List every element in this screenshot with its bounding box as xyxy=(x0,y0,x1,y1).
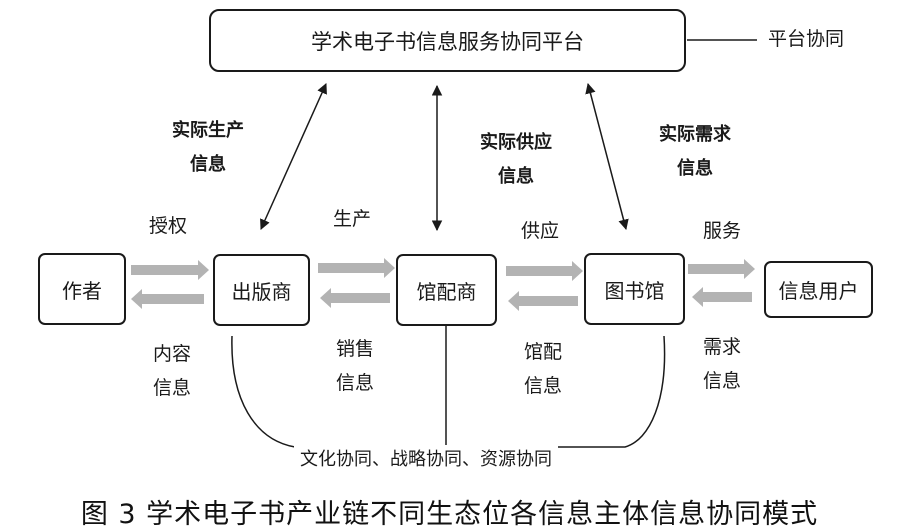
label-service: 服务 xyxy=(702,220,741,242)
flow-arrow-user-to-library xyxy=(692,287,752,307)
label-production-line2: 信息 xyxy=(190,154,226,175)
platform-note: 平台协同 xyxy=(768,28,845,50)
node-library: 图书馆 xyxy=(584,253,685,325)
label-demand-line1: 实际需求 xyxy=(659,124,731,145)
flow-arrow-library-to-distributor xyxy=(508,291,578,311)
platform-title: 学术电子书信息服务协同平台 xyxy=(311,29,584,54)
collaboration-bracket xyxy=(231,335,666,448)
label-produce: 生产 xyxy=(332,208,371,230)
arrow-library-platform xyxy=(585,82,629,231)
label-lib-dist-line1: 馆配 xyxy=(523,341,562,363)
label-supply: 供应 xyxy=(520,220,559,242)
flow-arrow-library-to-user xyxy=(688,259,755,279)
label-production-line1: 实际生产 xyxy=(172,120,244,141)
label-demand-info: 实际需求 信息 xyxy=(645,118,745,186)
node-distributor: 馆配商 xyxy=(396,254,497,326)
flow-arrow-distributor-to-library xyxy=(506,261,583,281)
label-lib-dist-line2: 信息 xyxy=(523,375,562,397)
flow-arrow-author-to-publisher xyxy=(131,260,209,280)
flow-arrow-publisher-to-author xyxy=(131,289,204,309)
flow-arrow-distributor-to-publisher xyxy=(320,288,390,308)
label-content-line1: 内容 xyxy=(152,343,191,365)
label-sales-line1: 销售 xyxy=(335,338,374,360)
label-supply-info: 实际供应 信息 xyxy=(466,126,566,194)
node-user-label: 信息用户 xyxy=(778,279,859,303)
label-supply-line1: 实际供应 xyxy=(480,132,552,153)
node-library-label: 图书馆 xyxy=(604,278,665,303)
node-author: 作者 xyxy=(38,253,126,325)
platform-box: 学术电子书信息服务协同平台 xyxy=(209,9,686,72)
label-demand-line2: 信息 xyxy=(677,158,713,179)
arrow-publisher-platform xyxy=(260,83,327,230)
label-demand-flow-line2: 信息 xyxy=(702,370,741,392)
label-sales-info: 销售 信息 xyxy=(325,332,385,400)
label-demand-flow-line1: 需求 xyxy=(702,336,741,358)
label-content-info: 内容 信息 xyxy=(142,337,202,405)
label-demand-flow-info: 需求 信息 xyxy=(692,330,752,398)
label-lib-dist-info: 馆配 信息 xyxy=(513,335,573,403)
label-authorize: 授权 xyxy=(148,215,187,237)
figure-caption: 图 3 学术电子书产业链不同生态位各信息主体信息协同模式 xyxy=(80,499,819,530)
node-publisher-label: 出版商 xyxy=(231,279,292,304)
label-production-info: 实际生产 信息 xyxy=(158,114,258,182)
label-sales-line2: 信息 xyxy=(335,372,374,394)
label-supply-line2: 信息 xyxy=(498,166,534,187)
collaboration-label: 文化协同、战略协同、资源协同 xyxy=(294,445,558,471)
node-publisher: 出版商 xyxy=(213,254,310,326)
label-content-line2: 信息 xyxy=(152,377,191,399)
node-distributor-label: 馆配商 xyxy=(416,279,477,304)
node-author-label: 作者 xyxy=(62,278,102,303)
node-user: 信息用户 xyxy=(764,261,873,318)
flow-arrow-publisher-to-distributor xyxy=(318,258,395,278)
